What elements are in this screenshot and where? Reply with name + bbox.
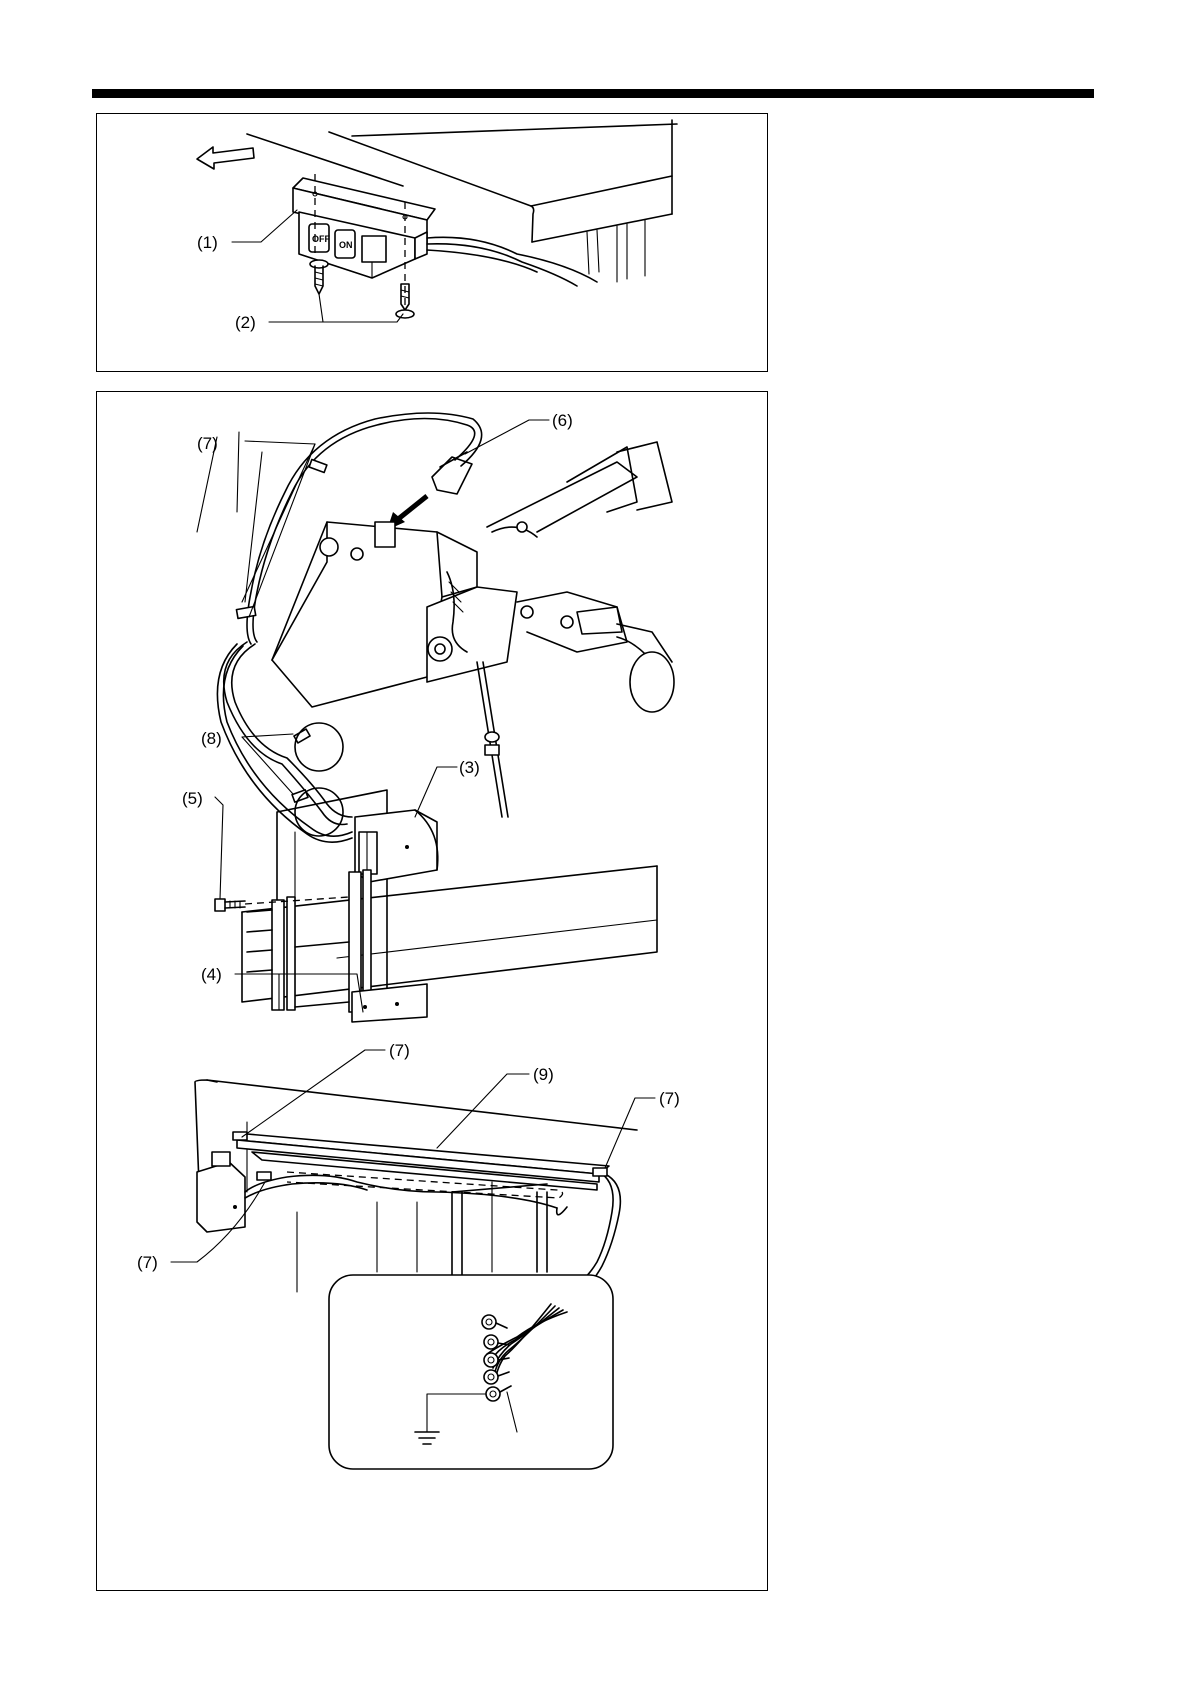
callout-7-channel-right: (7) <box>659 1089 680 1108</box>
terminal-detail-inset <box>329 1275 613 1469</box>
hollow-arrow-icon <box>197 147 254 169</box>
callout-5: (5) <box>182 789 203 808</box>
stand-frame <box>197 432 657 1012</box>
cable-clip-left-bottom <box>257 1172 271 1180</box>
cable-clip-left-top <box>233 1132 247 1140</box>
cable-clip-top <box>309 460 327 473</box>
callout-7-top: (7) <box>197 434 218 453</box>
power-switch-illustration: OFF ON (1) (2) <box>97 114 769 373</box>
table-underside-lower <box>195 1080 637 1292</box>
callout-6: (6) <box>552 411 573 430</box>
figure-power-switch-mounting: OFF ON (1) (2) <box>96 113 768 372</box>
callout-1: (1) <box>197 233 218 252</box>
switch-cable <box>427 237 597 286</box>
callout-8: (8) <box>201 729 222 748</box>
cable-clip-right <box>593 1168 607 1176</box>
callout-4: (4) <box>201 965 222 984</box>
screw-left <box>310 260 328 294</box>
callout-3: (3) <box>459 758 480 777</box>
power-switch-box-side <box>197 1152 245 1232</box>
on-button-label: ON <box>339 240 353 250</box>
callout-2: (2) <box>235 313 256 332</box>
motor-illustration: (7) (6) (8) (3) (5) (4) <box>97 392 769 1592</box>
motor-cable-plug <box>432 452 472 494</box>
mounting-brackets <box>247 870 427 1022</box>
figure-motor-cable-routing: (7) (6) (8) (3) (5) (4) <box>96 391 768 1591</box>
header-rule <box>92 89 1094 98</box>
callout-7-channel-bottom: (7) <box>137 1253 158 1272</box>
callout-9: (9) <box>533 1065 554 1084</box>
callout-7-channel-left: (7) <box>389 1041 410 1060</box>
switch-indicator <box>362 236 386 262</box>
